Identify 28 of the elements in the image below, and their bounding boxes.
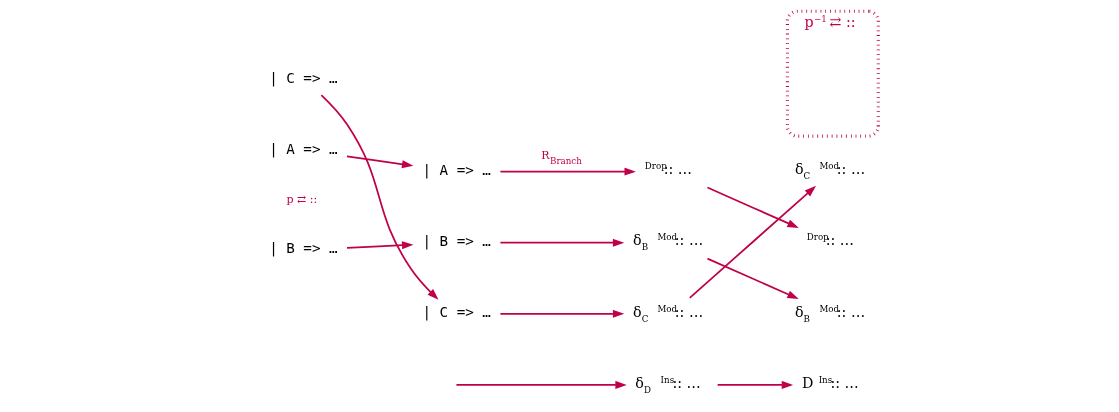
node-text: δ$_{B}$ $^{Mod}$:: … bbox=[794, 303, 866, 324]
node-text: | C => … bbox=[422, 304, 491, 321]
node-text: D $^{Ins}$:: … bbox=[802, 374, 859, 391]
arrow bbox=[346, 241, 414, 250]
arrow bbox=[455, 380, 627, 389]
node-text: | B => … bbox=[269, 240, 338, 257]
arrow bbox=[688, 185, 816, 299]
node-text: | C => … bbox=[269, 69, 338, 86]
arrow bbox=[346, 155, 414, 169]
node-text: $^{Drop}$:: … bbox=[644, 161, 693, 178]
node-box: p$^{−1}$ ⇄ :: bbox=[785, 9, 880, 138]
node-text: | A => … bbox=[422, 162, 491, 179]
arrow bbox=[706, 257, 799, 300]
node-text: | A => … bbox=[269, 140, 338, 157]
node-text: δ$_{B}$ $^{Mod}$:: … bbox=[632, 232, 704, 253]
arrow bbox=[716, 380, 794, 389]
node-text: δ$_{C}$ $^{Mod}$:: … bbox=[632, 303, 704, 324]
arrow bbox=[499, 167, 636, 176]
edge-label: R$_{Branch}$ bbox=[541, 148, 582, 166]
node-text: | B => … bbox=[422, 233, 491, 250]
arrow bbox=[320, 94, 439, 300]
node-text: δ$_{C}$ $^{Mod}$:: … bbox=[794, 161, 866, 182]
arrow bbox=[706, 186, 799, 228]
node-text: $^{Drop}$:: … bbox=[806, 232, 855, 249]
arrow bbox=[499, 238, 625, 247]
node-text: δ$_{D}$ $^{Ins}$:: … bbox=[635, 374, 701, 395]
label: p ⇄ :: bbox=[286, 193, 318, 207]
arrow bbox=[499, 309, 625, 318]
